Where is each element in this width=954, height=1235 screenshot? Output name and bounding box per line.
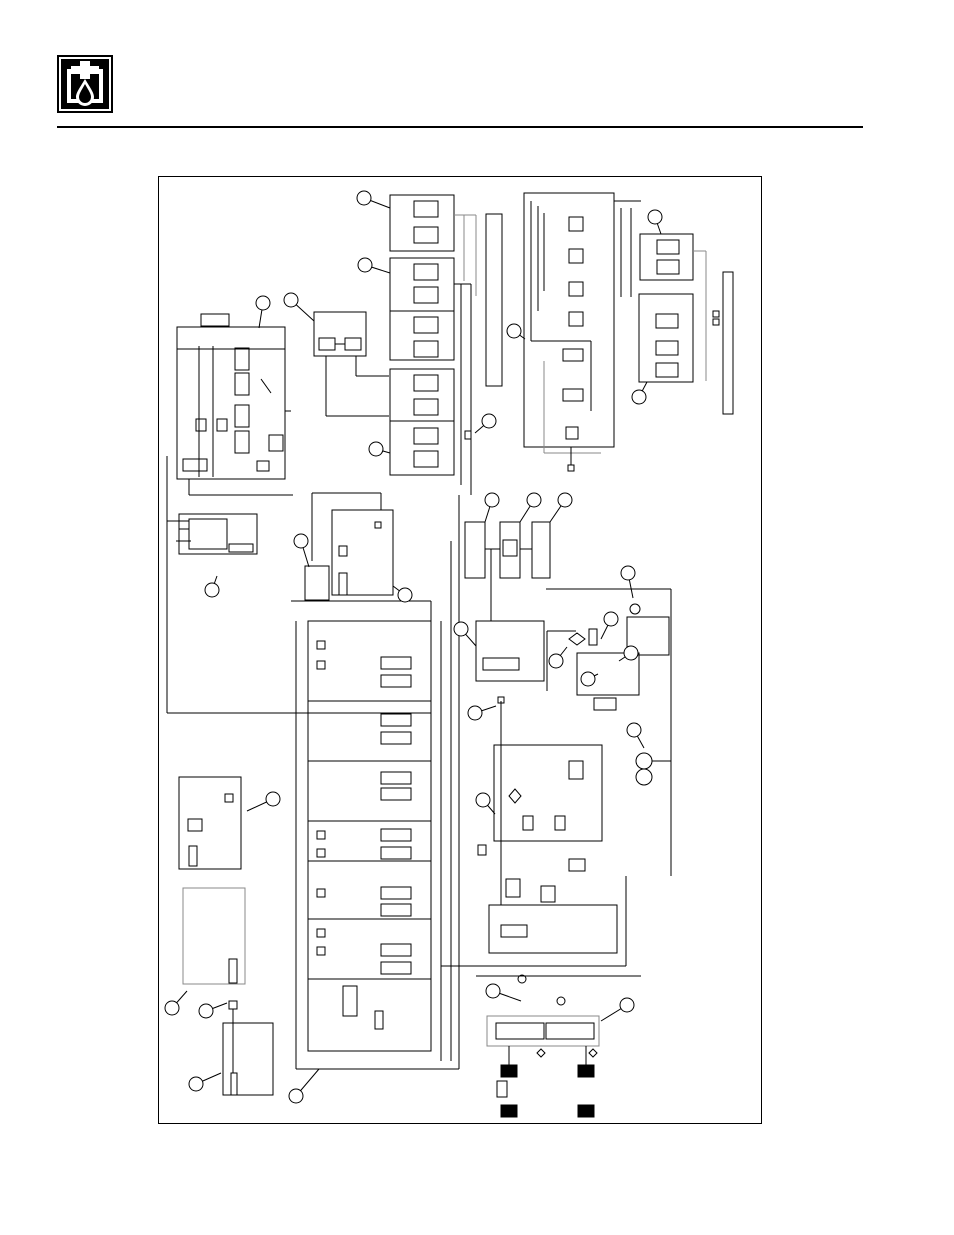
left-cylinder-group — [167, 513, 258, 555]
callout-bubble-7 — [631, 389, 647, 405]
oil-drop-icon — [61, 59, 109, 109]
center-triple-cylinders — [464, 521, 551, 621]
callout-bubble-30 — [188, 1076, 204, 1092]
callout-bubble-23 — [626, 722, 642, 738]
callout-bubble-31 — [288, 1088, 304, 1104]
hydraulic-schematic-frame — [158, 176, 762, 1124]
far-right-valve-boxes — [638, 233, 720, 383]
main-control-valve-bank — [291, 495, 460, 1070]
callout-bubble-11 — [526, 492, 542, 508]
pump-group — [546, 588, 672, 876]
callout-bubble-16 — [620, 565, 636, 581]
callout-bubble-1 — [356, 190, 372, 206]
manifold-bar-right — [722, 271, 734, 415]
callout-bubble-5 — [647, 209, 663, 225]
callout-bubble-22 — [467, 705, 483, 721]
callout-bubble-4 — [283, 292, 299, 308]
solenoid-valve-small — [313, 311, 389, 417]
hydraulics-section-icon — [57, 55, 113, 113]
callout-bubble-24 — [265, 791, 281, 807]
left-control-valve-block — [166, 313, 431, 714]
left-accessory-valves — [178, 776, 274, 1096]
callout-bubble-19 — [548, 653, 564, 669]
callout-bubbles — [164, 190, 663, 1104]
right-center-valve-assembly — [475, 603, 670, 711]
hydraulic-schematic — [164, 190, 734, 1118]
callout-bubble-18 — [603, 611, 619, 627]
callout-bubble-2 — [357, 257, 373, 273]
callout-bubble-21 — [580, 671, 596, 687]
callout-bubble-6 — [506, 323, 522, 339]
callout-bubble-27 — [619, 997, 635, 1013]
callout-bubble-15 — [397, 587, 413, 603]
callout-bubble-25 — [475, 792, 491, 808]
callout-bubble-28 — [164, 1000, 180, 1016]
callout-bubble-12 — [557, 492, 573, 508]
callout-bubble-29 — [198, 1003, 214, 1019]
brake-actuators — [496, 1046, 595, 1118]
top-center-valve-stack — [389, 194, 477, 495]
brake-valve — [486, 974, 600, 1058]
header-divider — [57, 126, 863, 128]
manifold-bar-left — [485, 213, 503, 387]
middle-left-valve-assembly — [304, 492, 394, 601]
callout-bubble-9 — [368, 441, 384, 457]
callout-bubble-17 — [453, 621, 469, 637]
top-right-valve-group — [523, 192, 641, 472]
callout-bubble-26 — [485, 983, 501, 999]
lower-right-brake-circuit — [441, 696, 641, 977]
callout-bubble-20 — [623, 645, 639, 661]
callout-bubble-13 — [293, 533, 309, 549]
callout-bubble-8 — [481, 413, 497, 429]
callout-bubble-3 — [255, 295, 271, 311]
callout-bubble-10 — [484, 492, 500, 508]
callout-bubble-14 — [204, 582, 220, 598]
